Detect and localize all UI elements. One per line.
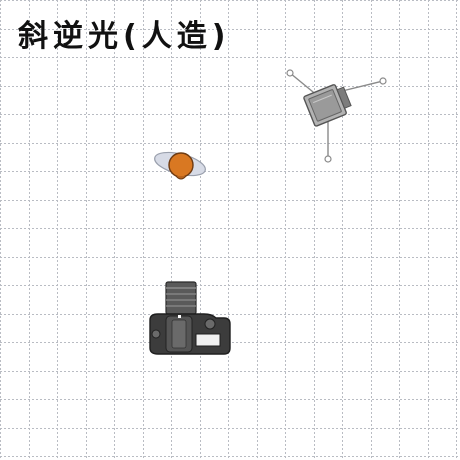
diagram-title: 斜逆光(人造) — [18, 22, 230, 52]
subject-head — [168, 152, 194, 178]
camera-top-view-icon — [149, 281, 231, 355]
subject-nose — [175, 175, 187, 180]
camera-lens — [165, 281, 197, 315]
camera-body — [149, 313, 231, 355]
light-head — [303, 84, 352, 127]
person-top-view-icon — [154, 151, 206, 180]
diagram-title-text: 斜逆光(人造) — [18, 19, 231, 54]
softbox-light-icon — [286, 69, 387, 163]
